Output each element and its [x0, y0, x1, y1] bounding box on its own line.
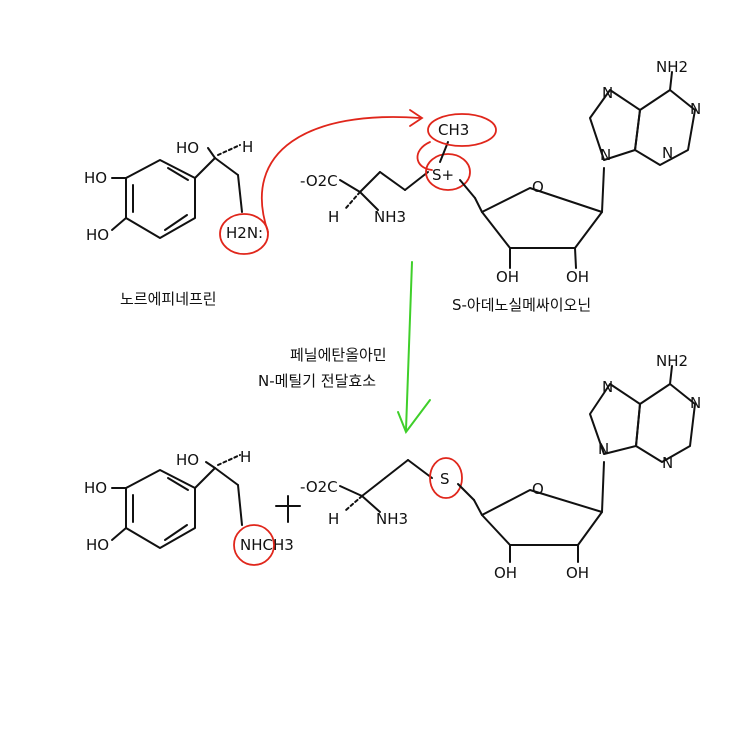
ammonium-label: NH3 — [374, 208, 406, 226]
methyl-highlight — [427, 113, 497, 147]
ring-o-label: O — [532, 178, 544, 196]
ho-ring-top-label-product: HO — [84, 479, 107, 497]
h-stereo-label: H — [242, 138, 253, 156]
enzyme-name-line2: N-메틸기 전달효소 — [258, 372, 376, 390]
methyl-label: CH3 — [438, 121, 469, 139]
ho-ring-bottom-label: HO — [86, 226, 109, 244]
epinephrine-structure: HO HO HO H NHCH3 — [84, 448, 301, 566]
norepinephrine-structure: HO HO HO H H2N: 노르에피네프린 — [84, 138, 269, 308]
amino-label-product: NH2 — [656, 352, 688, 370]
enzyme-name-line1: 페닐에탄올아민 — [290, 346, 387, 364]
amino-label: NH2 — [656, 58, 688, 76]
sah-structure: -O2C H NH3 S O OH OH NH2 N N N N — [300, 352, 701, 582]
s-ch3-bond-arrow — [416, 141, 433, 171]
methylamine-label: NHCH3 — [240, 536, 294, 554]
oh-left-label: OH — [496, 268, 519, 286]
alpha-h-label: H — [328, 208, 339, 226]
sam-structure: -O2C H NH3 S+ CH3 O OH OH NH2 N N N N S-… — [300, 58, 701, 314]
ho-sidechain-label-product: HO — [176, 451, 199, 469]
ring-o-label-product: O — [532, 480, 544, 498]
ho-ring-bottom-label-product: HO — [86, 536, 109, 554]
ho-sidechain-label: HO — [176, 139, 199, 157]
sulfur-label: S — [440, 470, 450, 488]
methylamine-highlight — [233, 524, 275, 566]
amine-nucleophile-highlight — [219, 213, 269, 255]
oh-right-label-product: OH — [566, 564, 589, 582]
n4-label: N — [662, 144, 673, 162]
sam-name: S-아데노실메싸이오닌 — [452, 296, 591, 314]
n3-label-product: N — [690, 394, 701, 412]
n2-label: N — [600, 146, 611, 164]
sulfonium-label: S+ — [432, 166, 454, 184]
carboxylate-label-product: -O2C — [300, 478, 338, 496]
h-stereo-label-product: H — [240, 448, 251, 466]
nucleophilic-attack-arrow — [261, 109, 424, 233]
ammonium-label-product: NH3 — [376, 510, 408, 528]
amine-label: H2N: — [226, 224, 263, 242]
oh-right-label: OH — [566, 268, 589, 286]
norepinephrine-name: 노르에피네프린 — [120, 290, 217, 308]
alpha-h-label-product: H — [328, 510, 339, 528]
sulfur-highlight — [429, 457, 463, 499]
reaction-arrow — [397, 261, 431, 435]
sulfonium-highlight — [425, 153, 471, 191]
ho-ring-top-label: HO — [84, 169, 107, 187]
oh-left-label-product: OH — [494, 564, 517, 582]
n1-label: N — [602, 84, 613, 102]
carboxylate-label: -O2C — [300, 172, 338, 190]
n3-label: N — [690, 100, 701, 118]
n2-label-product: N — [598, 440, 609, 458]
n1-label-product: N — [602, 378, 613, 396]
n4-label-product: N — [662, 454, 673, 472]
